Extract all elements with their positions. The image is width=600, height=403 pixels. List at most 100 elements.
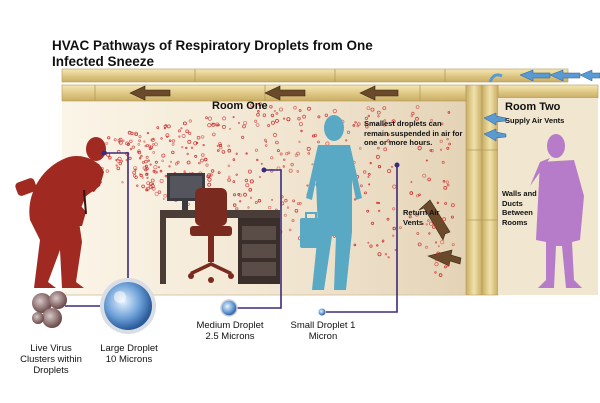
- droplet-particle: [105, 141, 109, 145]
- droplet-particle: [221, 124, 226, 129]
- droplet-particle: [202, 144, 205, 147]
- droplet-particle: [216, 124, 219, 127]
- droplet-particle: [145, 186, 150, 191]
- droplet-particle: [392, 234, 395, 237]
- droplet-particle: [269, 105, 273, 109]
- droplet-particle: [165, 135, 169, 139]
- droplet-particle: [282, 117, 286, 120]
- droplet-particle: [257, 110, 260, 113]
- droplet-particle: [268, 205, 272, 210]
- return-vents-label: Return Air Vents: [403, 208, 440, 227]
- supply-arrow-icons: [483, 69, 600, 142]
- droplet-particle: [237, 192, 241, 196]
- droplet-particle: [152, 137, 155, 141]
- droplet-particle: [441, 160, 445, 164]
- droplet-particle: [242, 124, 246, 129]
- droplet-particle: [159, 169, 163, 173]
- droplet-particle: [255, 123, 260, 127]
- droplet-particle: [249, 179, 254, 184]
- droplet-particle: [286, 206, 290, 209]
- droplet-particle: [157, 190, 162, 194]
- droplet-particle: [260, 162, 263, 165]
- droplet-particle: [307, 106, 311, 111]
- droplet-particle: [276, 149, 280, 153]
- droplet-particle: [377, 146, 380, 150]
- droplet-particle: [279, 152, 283, 156]
- droplet-particle: [207, 123, 212, 128]
- droplet-particle: [207, 177, 212, 182]
- droplet-particle: [209, 173, 213, 177]
- droplet-particle: [144, 144, 147, 148]
- droplet-particle: [203, 157, 208, 162]
- droplet-particle: [186, 160, 191, 165]
- droplet-particle: [313, 133, 317, 138]
- droplet-particle: [356, 122, 361, 126]
- droplet-particle: [116, 166, 121, 171]
- droplet-particle: [182, 121, 187, 126]
- droplet-particle: [113, 138, 117, 142]
- droplet-particle: [174, 162, 178, 166]
- droplet-particle: [254, 148, 259, 152]
- droplet-particle: [169, 160, 172, 163]
- droplet-particle: [275, 112, 279, 115]
- droplet-particle: [369, 162, 372, 165]
- droplet-particle: [367, 175, 370, 178]
- droplet-particle: [176, 160, 180, 164]
- droplet-particle: [302, 114, 307, 119]
- suspended-note: Smallest droplets can remain suspended i…: [364, 119, 463, 147]
- droplet-particle: [364, 122, 367, 125]
- droplet-particle: [392, 226, 396, 231]
- droplet-particle: [428, 221, 434, 226]
- droplet-particle: [367, 172, 371, 176]
- droplet-particle: [377, 201, 380, 205]
- droplet-particle: [217, 149, 220, 152]
- droplet-particle: [392, 184, 397, 189]
- droplet-particle: [152, 150, 156, 154]
- droplet-particle: [163, 193, 168, 198]
- droplet-particle: [447, 111, 451, 114]
- droplet-particle: [144, 159, 148, 164]
- droplet-particle: [235, 152, 238, 155]
- office-chair-icon: [188, 188, 234, 283]
- droplet-particle: [377, 165, 382, 169]
- medium-droplet-caption: Medium Droplet 2.5 Microns: [196, 320, 264, 342]
- sneezing-person-icon: [15, 137, 106, 288]
- droplet-particle: [107, 136, 111, 140]
- droplet-particle: [284, 198, 288, 203]
- droplet-particle: [294, 153, 299, 157]
- droplet-particle: [235, 173, 238, 176]
- droplet-particle: [283, 158, 286, 162]
- droplet-particle: [390, 165, 394, 168]
- droplet-particle: [217, 171, 221, 175]
- droplet-particle: [450, 215, 454, 219]
- droplet-particle: [156, 126, 160, 130]
- droplet-particle: [375, 154, 380, 159]
- droplet-particle: [352, 124, 356, 127]
- droplet-particle: [166, 124, 171, 129]
- droplet-particle: [185, 146, 188, 150]
- droplet-particle: [248, 188, 253, 192]
- droplet-particle: [450, 203, 455, 208]
- droplet-particle: [306, 184, 309, 187]
- droplet-particle: [353, 243, 357, 247]
- droplet-particle: [222, 116, 227, 121]
- droplet-particle: [188, 131, 192, 135]
- droplet-particle: [300, 129, 303, 133]
- droplet-particle: [436, 201, 440, 205]
- droplet-particle: [256, 158, 259, 162]
- droplet-particle: [243, 121, 248, 126]
- droplet-particle: [290, 162, 294, 167]
- droplet-particle: [376, 244, 379, 247]
- droplet-particle: [376, 123, 379, 126]
- droplet-particle: [258, 102, 263, 107]
- droplet-particle: [442, 180, 446, 183]
- droplet-particle: [138, 157, 142, 160]
- droplet-particle: [429, 149, 433, 152]
- droplet-particle: [125, 141, 129, 146]
- droplet-particle: [375, 201, 379, 204]
- droplet-particle: [291, 218, 295, 222]
- droplet-particle: [446, 137, 449, 141]
- droplet-particle: [440, 122, 444, 126]
- droplet-particle: [194, 154, 198, 158]
